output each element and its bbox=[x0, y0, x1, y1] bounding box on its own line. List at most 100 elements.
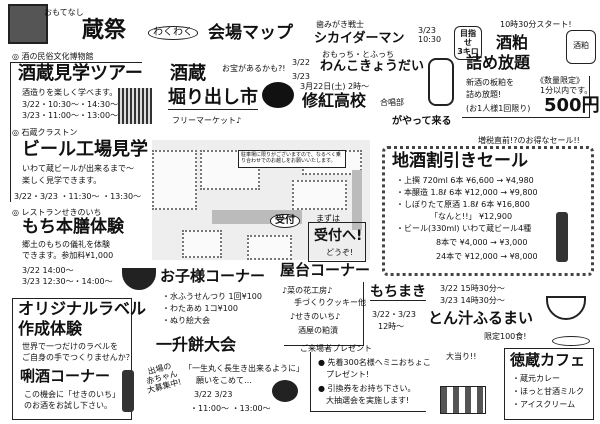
soup-bowl-character bbox=[262, 82, 294, 108]
kikizake-desc: この機会に「せきのいち」 bbox=[24, 390, 120, 399]
kasu-desc: 新酒の板粕を bbox=[466, 78, 514, 87]
mochi-zen-desc: できます。参加料¥1,000 bbox=[22, 251, 114, 260]
choir-come: がやって来る bbox=[392, 116, 452, 127]
flea-title: 酒蔵 bbox=[170, 63, 206, 84]
mochi-zen-venue: ◎ レストランせきのいち bbox=[12, 208, 102, 217]
hero-name: シカイダーマン bbox=[314, 31, 405, 46]
beer-desc: 楽しく見学できます。 bbox=[22, 176, 102, 185]
sale-item: 24本で ¥12,000 → ¥8,000 bbox=[436, 252, 538, 261]
choir-school: 修紅高校 bbox=[302, 91, 367, 110]
sale-item: 「なんと!!」 ¥12,900 bbox=[430, 212, 513, 221]
kikizake-title: 唎酒コーナー bbox=[20, 367, 111, 385]
kids-item: ・水ふうせんつり 1回¥100 bbox=[162, 292, 262, 301]
flea-date: 3/22 bbox=[292, 58, 310, 67]
mochimaki-time: 3/23 14時30分～ bbox=[440, 296, 505, 305]
issho-title: 一升餅大会 bbox=[156, 335, 237, 354]
present-item: ● 先着300名様へミニおちょこ bbox=[318, 358, 431, 367]
yatai-item: 手づくりクッキー他 bbox=[294, 298, 366, 307]
sale-item: ・上撰 720ml 6本 ¥6,600 → ¥4,980 bbox=[396, 176, 534, 185]
cafe-title: 徳蔵カフェ bbox=[510, 351, 586, 369]
label-title: 作成体験 bbox=[18, 319, 83, 338]
label-title: オリジナルラベル bbox=[18, 299, 147, 318]
sale-item: ・ビール(330ml) いわて蔵ビール4種 bbox=[396, 224, 532, 233]
gate-label: おもてなし bbox=[44, 8, 84, 17]
kikizake-desc: のお酒をお試し下さい。 bbox=[24, 401, 112, 410]
sale-frame bbox=[382, 146, 594, 276]
label-desc: ご自身の手でつくりませんか？ bbox=[22, 353, 134, 362]
yatai-item: 酒屋の粕漬 bbox=[298, 326, 338, 335]
page-title: 蔵祭 bbox=[82, 18, 127, 43]
sale-item: 8本で ¥4,000 → ¥3,000 bbox=[436, 238, 528, 247]
mochi-zen-time: 3/22 14:00～ bbox=[22, 266, 74, 275]
kasu-start: 10時30分スタート! bbox=[500, 20, 572, 29]
yatai-frame bbox=[284, 282, 364, 346]
present-frame bbox=[310, 352, 426, 412]
issho-dates: 3/22 3/23 bbox=[194, 390, 233, 399]
museum-title: 酒蔵見学ツアー bbox=[18, 63, 143, 84]
sake-bottle-illustration bbox=[556, 212, 568, 262]
flea-title: 堀り出し市 bbox=[168, 87, 258, 110]
choir-date: 3月22日(土) 2時～ bbox=[300, 82, 370, 91]
mochi-zen-time: 3/23 12:30～・14:00～ bbox=[22, 277, 113, 286]
label-frame bbox=[12, 298, 132, 420]
mochi-zen-desc: 郷土のもちの儀礼を体験 bbox=[22, 240, 110, 249]
mochi-zen-title: もち本膳体験 bbox=[22, 217, 124, 237]
reception-box bbox=[308, 222, 366, 262]
tonjiru-limit: 限定100食! bbox=[484, 332, 527, 341]
tonjiru-title: とん汁ふるまい bbox=[428, 309, 534, 327]
beer-venue: ◎ 石蔵クラストン bbox=[12, 128, 78, 137]
issho-desc: 願いをこめて… bbox=[196, 376, 252, 385]
lottery-stand-illustration bbox=[440, 386, 486, 414]
present-item: プレゼント! bbox=[326, 370, 370, 379]
barrels-illustration bbox=[118, 88, 152, 124]
reception-pre: まずは bbox=[316, 214, 340, 223]
map-reception-marker: 受付 bbox=[270, 214, 300, 228]
flea-date: 3/23 bbox=[292, 72, 310, 81]
sake-kasu-bag-icon: 酒粕 bbox=[566, 30, 596, 64]
curry-plate-illustration bbox=[552, 336, 590, 346]
cafe-item: ・アイスクリーム bbox=[512, 400, 576, 409]
reception-post: どうぞ! bbox=[326, 248, 354, 257]
kasu-limit: 《数量限定》 bbox=[536, 76, 584, 85]
label-desc: 世界で一つだけのラベルを bbox=[22, 342, 118, 351]
hero-name2: わんこきょうだい bbox=[320, 59, 425, 74]
title-badge: わくわく bbox=[148, 26, 198, 40]
cafe-item: ・蔵元カレー bbox=[512, 374, 560, 383]
museum-venue: ◎ 酒の民俗文化博物館 bbox=[12, 52, 94, 61]
soup-bowl-illustration bbox=[546, 296, 586, 320]
hero-tag: 歯みがき戦士 bbox=[316, 20, 364, 29]
dog-mascot-illustration bbox=[428, 58, 454, 106]
kids-item: ・ぬり絵大会 bbox=[162, 316, 210, 325]
kasu-title: 酒粕 bbox=[496, 33, 529, 52]
yatai-item: ♪菜の花工房♪ bbox=[282, 286, 333, 295]
choir-club: 合唱部 bbox=[380, 98, 404, 107]
parking-note: 駐車場に限りがございますので、なるべく乗り合わせでのお越しをお願いいたします。 bbox=[238, 150, 346, 168]
sale-item: ・しぼりたて原酒 1.8ℓ 6本 ¥16,800 bbox=[396, 200, 530, 209]
flea-sub: フリーマーケット♪ bbox=[172, 116, 242, 125]
museum-time: 3/22・10:30～・14:30～ bbox=[22, 100, 119, 109]
issho-bubble: 出場の赤ちゃん大募集中! bbox=[145, 361, 183, 396]
yatai-item: ♪せきのいち♪ bbox=[290, 312, 341, 321]
flea-bubble: お宝があるかも?! bbox=[222, 64, 286, 73]
mochimaki-time: 3/22 15時30分～ bbox=[440, 284, 505, 293]
kasu-limit: 1分以内です。 bbox=[540, 86, 593, 95]
bowl-character-illustration bbox=[122, 268, 156, 290]
present-shout: 大当り!! bbox=[446, 352, 477, 361]
yatai-title: 屋台コーナー bbox=[280, 261, 371, 279]
kasu-frame bbox=[462, 76, 590, 118]
mochimaki-title: もちまき bbox=[370, 284, 426, 302]
hero-date: 3/23 10:30 bbox=[418, 26, 442, 45]
issho-quote: 「一生丸く長生き出来るように」 bbox=[184, 364, 304, 373]
present-item: ● 引換券をお持ち下さい。 bbox=[318, 384, 416, 393]
beer-times: 3/22・3/23 ・11:30～ ・13:30～ bbox=[14, 192, 142, 201]
beer-title: ビール工場見学 bbox=[22, 139, 148, 160]
kids-title: お子様コーナー bbox=[160, 267, 266, 285]
mochi-illustration bbox=[272, 380, 298, 402]
cafe-frame bbox=[504, 348, 594, 420]
present-title: ご来場者プレゼント bbox=[300, 344, 372, 353]
sale-banner: 増税直前!?のお得なセール!! bbox=[478, 136, 580, 145]
sale-item: ・本醸造 1.8ℓ 6本 ¥12,000 → ¥9,800 bbox=[396, 188, 538, 197]
museum-desc: 酒造りを楽しく学べます。 bbox=[22, 88, 118, 97]
issho-times: ・11:00～ ・13:00～ bbox=[190, 404, 271, 413]
sake-bottle-illustration bbox=[122, 370, 134, 412]
